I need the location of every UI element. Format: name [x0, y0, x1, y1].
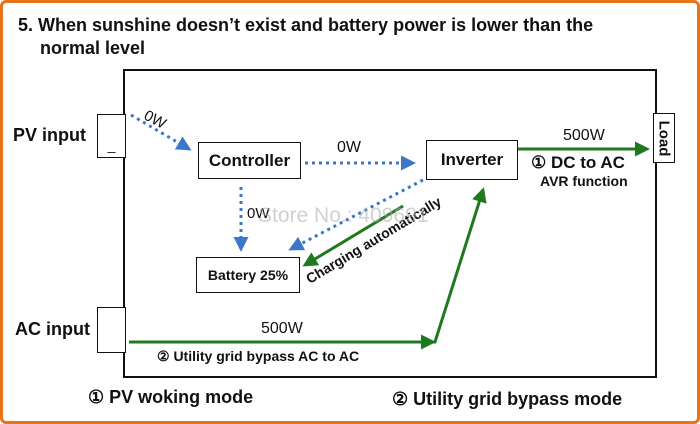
mode-2-label: ② Utility grid bypass mode [392, 389, 623, 409]
ac-input-terminal [97, 307, 126, 353]
controller-to-inverter-value: 0W [337, 139, 361, 156]
ac-input-label: AC input [15, 319, 90, 339]
controller-label: Controller [208, 150, 291, 170]
pv-input-label: PV input [13, 125, 86, 145]
controller-to-battery-value: 0W [247, 205, 270, 222]
grid-bypass-value: 500W [261, 320, 303, 337]
title-line-1: 5. When sunshine doesn’t exist and batte… [18, 15, 594, 35]
battery-block: Battery 25% [196, 257, 300, 293]
title-line-2: normal level [40, 38, 146, 58]
pv-input-terminal: _ [97, 114, 126, 158]
inverter-to-load-value: 500W [563, 127, 605, 144]
inverter-block: Inverter [426, 140, 518, 180]
battery-label: Battery 25% [207, 267, 289, 283]
inverter-label: Inverter [440, 150, 504, 169]
bypass-path-label: ② Utility grid bypass AC to AC [157, 348, 360, 364]
avr-function-label: AVR function [540, 173, 628, 189]
dc-to-ac-label: ① DC to AC [531, 153, 625, 172]
pv-terminal-mark: _ [107, 137, 116, 153]
store-watermark: Store No.: 409691 [258, 204, 429, 227]
pv-to-controller-arrow [130, 113, 192, 151]
charging-green-arrow [302, 204, 404, 267]
load-label: Load [655, 120, 673, 156]
system-frame [123, 69, 657, 378]
load-terminal: Load [653, 113, 675, 163]
flow-diagram [123, 69, 657, 378]
controller-block: Controller [198, 142, 301, 179]
mode-1-label: ① PV woking mode [88, 387, 254, 407]
